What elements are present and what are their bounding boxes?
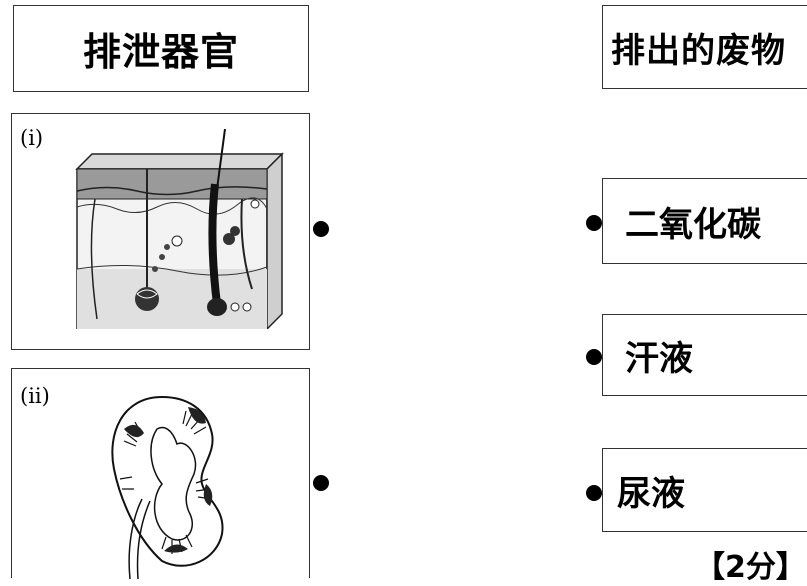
kidney-icon xyxy=(111,395,224,579)
excretory-organs-header: 排泄器官 xyxy=(13,5,309,92)
organ-option-skin[interactable]: (i) xyxy=(11,113,310,350)
excretory-organs-title: 排泄器官 xyxy=(82,30,239,74)
waste-option-2[interactable]: 汗液 xyxy=(602,314,807,396)
waste-label-2: 汗液 xyxy=(625,338,693,379)
waste-label-1: 二氧化碳 xyxy=(625,204,761,245)
waste-3-connector-dot[interactable] xyxy=(586,485,602,501)
organ-i-connector-dot[interactable] xyxy=(313,221,329,237)
excreted-wastes-header: 排出的废物 xyxy=(602,5,807,89)
excreted-wastes-title: 排出的废物 xyxy=(611,30,786,71)
waste-option-3[interactable]: 尿液 xyxy=(602,448,807,532)
organ-option-kidney[interactable]: (ii) xyxy=(11,368,310,579)
organ-label-ii: (ii) xyxy=(20,384,50,408)
waste-1-connector-dot[interactable] xyxy=(586,215,602,231)
waste-label-3: 尿液 xyxy=(617,473,685,514)
organ-ii-connector-dot[interactable] xyxy=(313,475,329,491)
organ-label-i: (i) xyxy=(20,126,44,150)
waste-2-connector-dot[interactable] xyxy=(586,349,602,365)
waste-option-1[interactable]: 二氧化碳 xyxy=(602,178,807,264)
marks-label: 【2分】 xyxy=(695,550,806,585)
skin-cross-section-icon xyxy=(75,129,284,329)
